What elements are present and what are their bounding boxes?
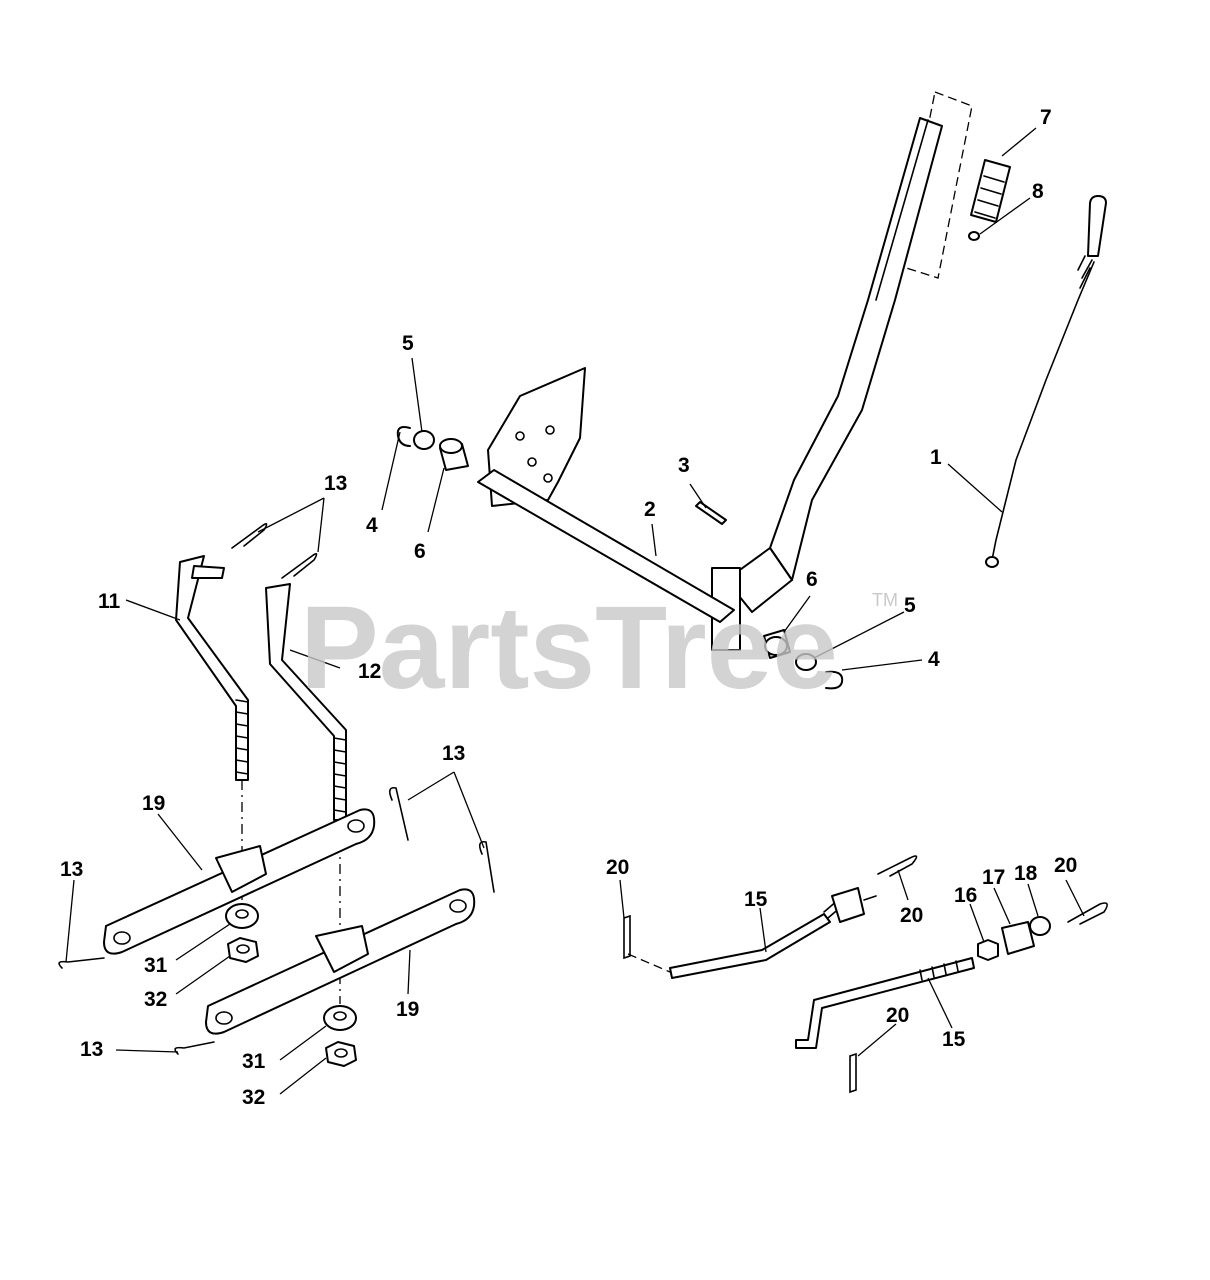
callout-13: 13 (442, 742, 465, 765)
callout-4: 4 (928, 648, 940, 671)
callout-20: 20 (1054, 854, 1077, 877)
hairpin-clip-mid-1 (388, 786, 409, 841)
callout-20: 20 (900, 904, 923, 927)
spacer-upper (225, 903, 259, 929)
spacer-lower (323, 1005, 357, 1031)
adjust-rod-lower (795, 957, 975, 1049)
washer (968, 231, 980, 241)
hairpin-clip-rod-2 (1067, 902, 1108, 925)
hairpin-clip-lower-1 (58, 957, 105, 969)
clip-right (825, 670, 844, 690)
frame-bracket (487, 367, 586, 507)
trunnion (1001, 921, 1035, 955)
callout-15: 15 (942, 1028, 966, 1051)
clip-left (396, 426, 411, 447)
jam-nut (977, 939, 999, 961)
callout-1: 1 (930, 446, 942, 469)
leader-lines (65, 127, 1085, 1095)
lock-nut (1029, 916, 1051, 936)
pin-left (623, 914, 631, 960)
lift-shaft (477, 469, 735, 623)
hairpin-clip-lower-2 (174, 1041, 215, 1055)
callout-6: 6 (414, 540, 426, 563)
callout-17: 17 (982, 866, 1005, 889)
callout-7: 7 (1040, 106, 1052, 129)
callout-16: 16 (954, 884, 977, 907)
handle-grip (970, 159, 1011, 223)
callout-18: 18 (1014, 862, 1038, 885)
callout-4: 4 (366, 514, 378, 537)
callout-8: 8 (1032, 180, 1044, 203)
callout-13: 13 (80, 1038, 103, 1061)
cotter-pin (695, 501, 727, 525)
callout-6: 6 (806, 568, 818, 591)
nut-upper (227, 937, 259, 963)
lift-link-left (175, 555, 249, 781)
bushing-right (763, 629, 791, 659)
callout-19: 19 (396, 998, 419, 1021)
callout-31: 31 (144, 954, 168, 977)
watermark-trademark: TM (872, 590, 898, 610)
callout-2: 2 (644, 498, 656, 521)
hairpin-clip-mid-2 (478, 840, 495, 893)
hairpin-clip-upper-1 (231, 522, 268, 549)
callout-3: 3 (678, 454, 690, 477)
lift-arm-lower (205, 888, 476, 1035)
washer-left (413, 430, 435, 450)
bushing-left (439, 438, 469, 471)
lift-arm-upper (103, 808, 376, 955)
callout-20: 20 (606, 856, 629, 879)
callout-20: 20 (886, 1004, 909, 1027)
callout-5: 5 (904, 594, 916, 617)
adjust-rod-upper (669, 887, 877, 979)
nut-lower (325, 1041, 357, 1067)
callout-12: 12 (358, 660, 381, 683)
watermark-text: PartsTree (300, 582, 838, 714)
callout-labels: 7 8 5 1 3 13 4 6 2 11 6 5 12 4 13 19 20 … (60, 106, 1077, 1109)
lift-cable (985, 195, 1107, 568)
callout-32: 32 (144, 988, 167, 1011)
watermark: PartsTree TM (300, 582, 898, 714)
lift-handle (711, 117, 943, 651)
callout-13: 13 (60, 858, 83, 881)
callout-31: 31 (242, 1050, 266, 1073)
callout-19: 19 (142, 792, 165, 815)
hairpin-clip-rod-1 (877, 855, 918, 877)
washer-right (795, 653, 817, 671)
callout-11: 11 (98, 590, 121, 613)
hairpin-clip-upper-2 (281, 552, 318, 579)
callout-13: 13 (324, 472, 347, 495)
callout-5: 5 (402, 332, 414, 355)
pin-right (849, 1052, 857, 1094)
callout-32: 32 (242, 1086, 265, 1109)
callout-15: 15 (744, 888, 768, 911)
